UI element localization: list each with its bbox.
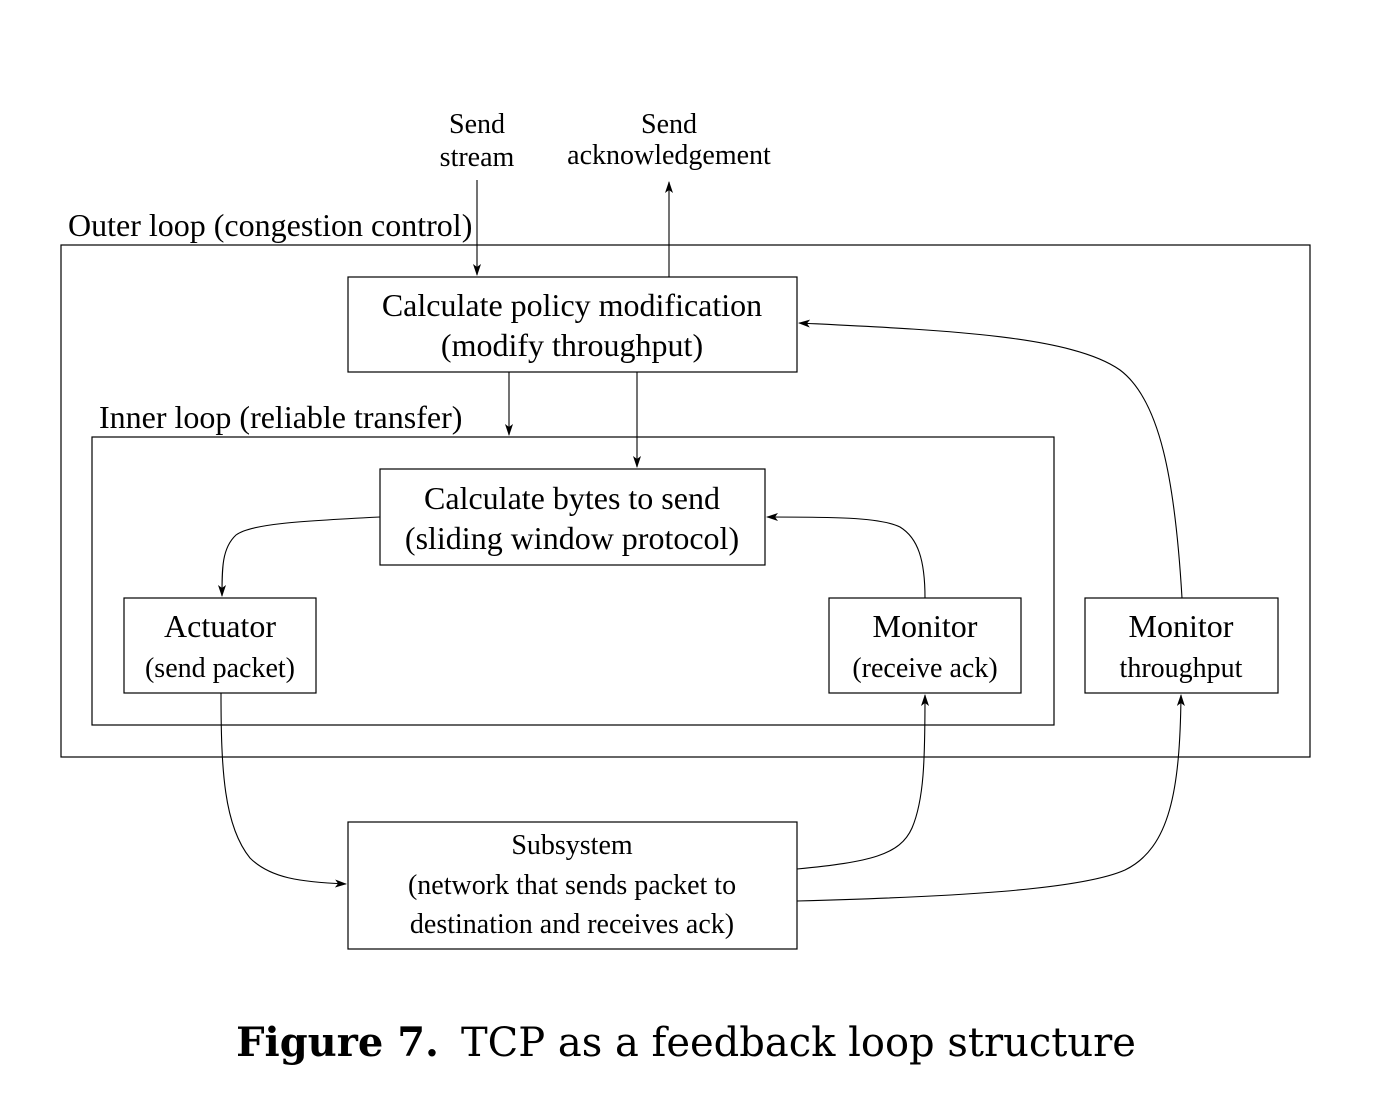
send-ack-label-2: acknowledgement bbox=[567, 140, 771, 171]
send-stream-label-2: stream bbox=[440, 142, 515, 173]
monitor-throughput-box-subtitle: throughput bbox=[1120, 653, 1243, 684]
figure-caption: Figure 7. TCP as a feedback loop structur… bbox=[236, 1019, 1136, 1066]
outer-loop-label: Outer loop (congestion control) bbox=[68, 207, 472, 243]
actuator-box-subtitle: (send packet) bbox=[145, 653, 295, 684]
policy-box bbox=[347, 276, 798, 373]
bytes-box-subtitle: (sliding window protocol) bbox=[405, 520, 739, 556]
monitor-ack-box-title: Monitor bbox=[873, 608, 978, 644]
policy-box-title: Calculate policy modification bbox=[382, 287, 762, 323]
figure-caption-text: TCP as a feedback loop structure bbox=[461, 1020, 1136, 1066]
monitor-ack-box-subtitle: (receive ack) bbox=[852, 653, 997, 684]
subsystem-box-line2: (network that sends packet to bbox=[408, 870, 736, 901]
policy-box-subtitle: (modify throughput) bbox=[441, 327, 703, 363]
subsystem-box-title: Subsystem bbox=[511, 830, 633, 861]
inner-loop-label: Inner loop (reliable transfer) bbox=[99, 399, 462, 435]
arrow-subsystem-to-monitor-ack bbox=[796, 694, 929, 870]
inner-loop-frame bbox=[91, 436, 1055, 726]
arrow-monitor-ack-to-bytes bbox=[766, 513, 926, 599]
outer-loop-frame bbox=[60, 244, 1311, 758]
actuator-box-title: Actuator bbox=[164, 608, 276, 644]
subsystem-box bbox=[347, 821, 798, 950]
arrow-monitor-throughput-to-policy bbox=[798, 319, 1183, 599]
actuator-box bbox=[123, 597, 317, 694]
send-stream-label-1: Send bbox=[449, 109, 505, 140]
arrow-actuator-to-subsystem bbox=[220, 692, 347, 888]
monitor-throughput-box-title: Monitor bbox=[1129, 608, 1234, 644]
subsystem-box-line3: destination and receives ack) bbox=[410, 909, 734, 940]
figure-caption-label: Figure 7. bbox=[236, 1019, 439, 1066]
send-ack-label-1: Send bbox=[641, 109, 697, 140]
arrow-bytes-to-actuator bbox=[218, 516, 381, 597]
arrow-subsystem-to-monitor-throughput bbox=[796, 694, 1185, 902]
bytes-box-title: Calculate bytes to send bbox=[424, 480, 720, 516]
